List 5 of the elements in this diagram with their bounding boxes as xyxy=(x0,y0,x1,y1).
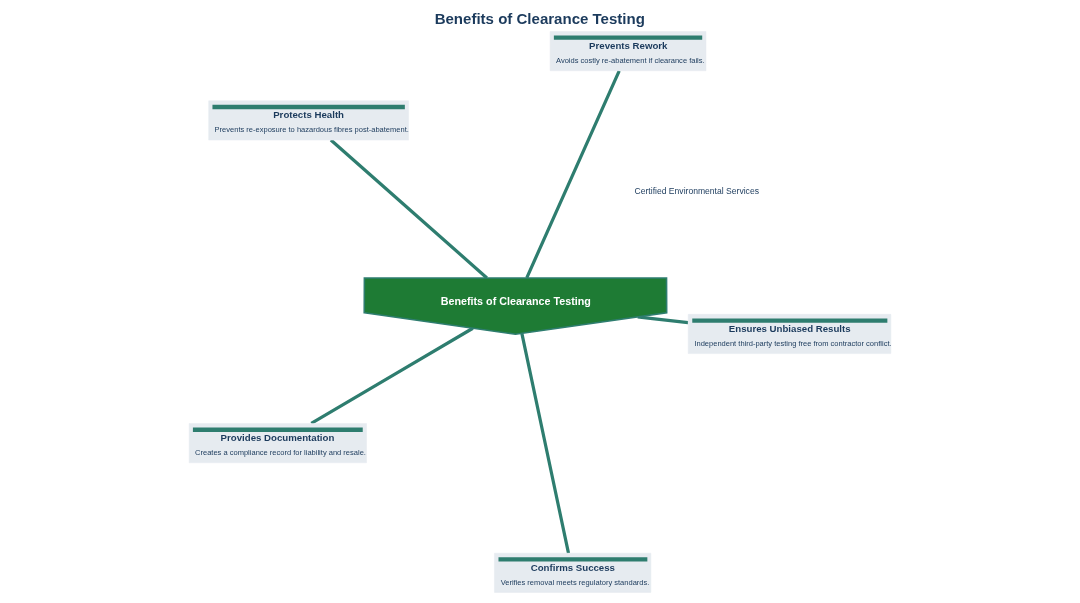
diagram-title: Benefits of Clearance Testing xyxy=(434,10,645,28)
connector xyxy=(310,326,474,425)
connector xyxy=(637,315,689,325)
connector xyxy=(520,333,571,554)
label: Certified Environmental Services xyxy=(634,185,759,196)
